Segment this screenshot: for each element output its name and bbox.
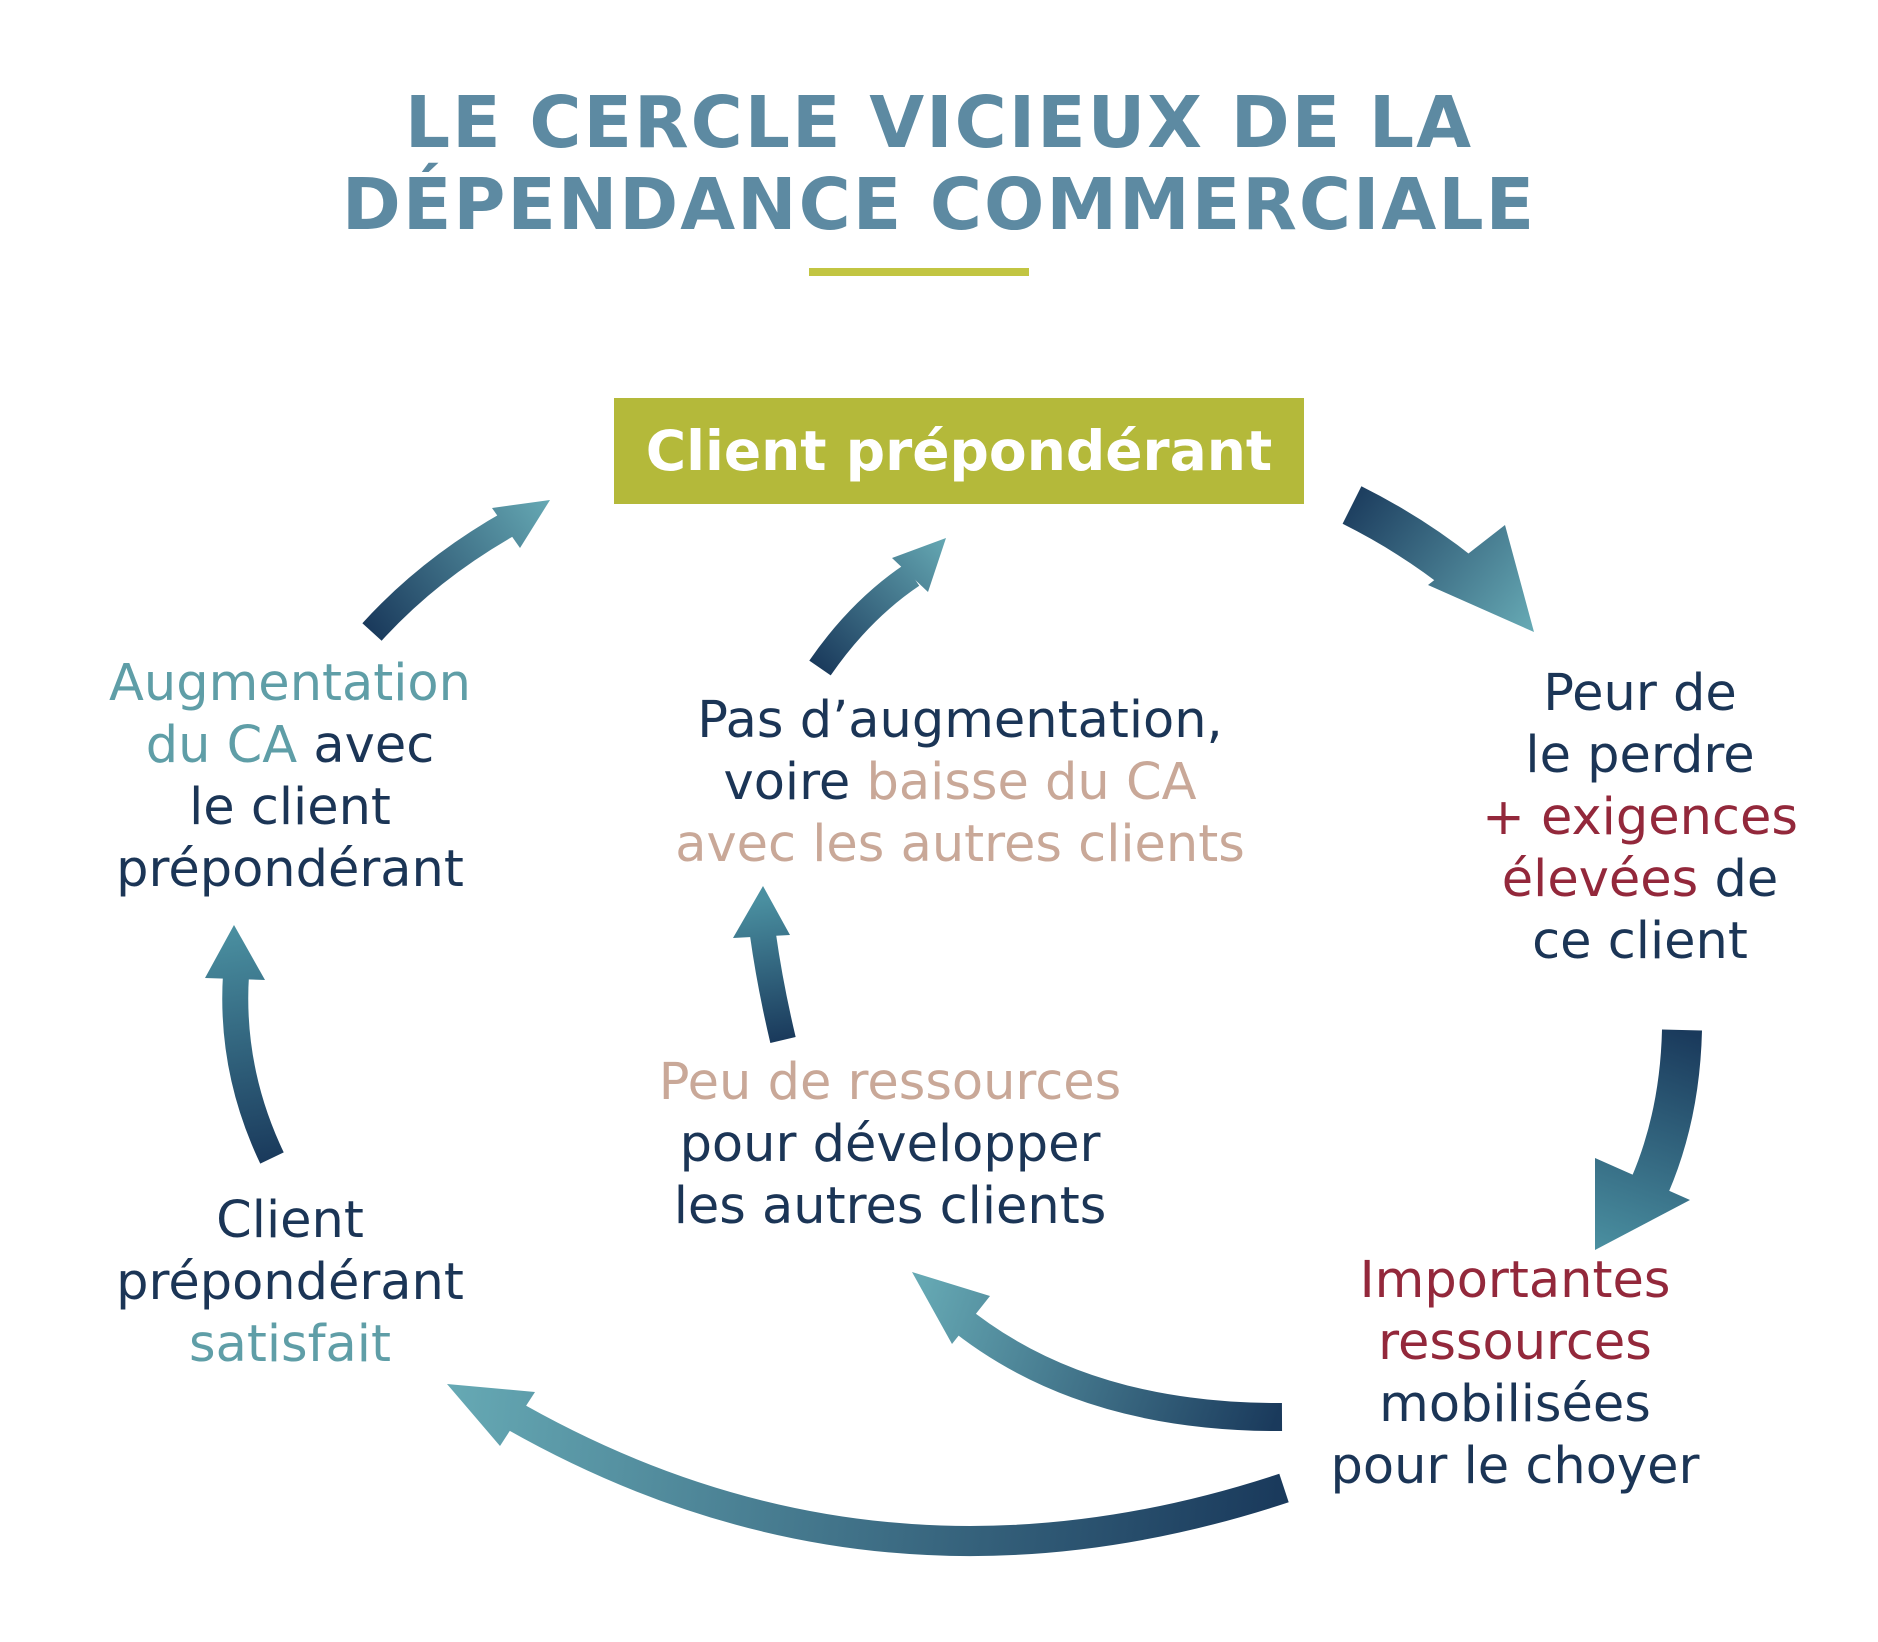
- node-few-resources: Peu de ressources pour développer les au…: [600, 1052, 1180, 1238]
- node-resources-line-2: ressources: [1378, 1313, 1652, 1372]
- node-few-resources-line-1: Peu de ressources: [658, 1053, 1122, 1112]
- diagram-title: LE CERCLE VICIEUX DE LA DÉPENDANCE COMME…: [0, 82, 1878, 246]
- node-satisfied-line-1: Client: [216, 1191, 364, 1250]
- arrow-increase-to-hub: [362, 500, 550, 641]
- arrow-satisfied-to-increase: [205, 925, 284, 1164]
- node-fear-line-5: ce client: [1532, 912, 1748, 971]
- node-satisfied-line-3: satisfait: [189, 1315, 391, 1374]
- node-increase-line-2-rest: avec: [297, 716, 435, 775]
- title-line-1: LE CERCLE VICIEUX DE LA: [404, 81, 1474, 164]
- arrow-resources-to-few-resources: [912, 1272, 1283, 1432]
- node-resources: Importantes ressources mobilisées pour l…: [1290, 1250, 1740, 1498]
- node-fear-line-3: + exigences: [1482, 788, 1798, 847]
- node-few-resources-line-3: les autres clients: [673, 1177, 1107, 1236]
- node-resources-line-3: mobilisées: [1379, 1375, 1651, 1434]
- node-increase-line-3: le client: [189, 778, 391, 837]
- node-no-increase-line-2-start: voire: [723, 753, 867, 812]
- node-increase-highlight: du CA: [145, 716, 298, 775]
- arrow-resources-to-satisfied: [447, 1384, 1289, 1556]
- node-resources-line-1: Importantes: [1359, 1251, 1671, 1310]
- node-fear-line-4-rest: de: [1698, 850, 1779, 909]
- node-satisfied: Client prépondérant satisfait: [60, 1190, 520, 1376]
- title-underline: [809, 268, 1029, 276]
- node-no-increase-line-1: Pas d’augmentation,: [697, 691, 1223, 750]
- node-resources-line-4: pour le choyer: [1330, 1437, 1700, 1496]
- node-increase: Augmentation du CA avec le client prépon…: [60, 653, 520, 901]
- node-no-increase-line-3: avec les autres clients: [675, 815, 1245, 874]
- arrow-fear-to-resources: [1595, 1029, 1702, 1250]
- node-fear-line-4: élevées de: [1450, 849, 1830, 911]
- node-fear-highlight: élevées: [1501, 850, 1699, 909]
- node-fear-line-2: le perdre: [1525, 726, 1755, 785]
- node-no-increase: Pas d’augmentation, voire baisse du CA a…: [600, 690, 1320, 876]
- node-no-increase-line-2: voire baisse du CA: [600, 752, 1320, 814]
- node-fear: Peur de le perdre + exigences élevées de…: [1450, 663, 1830, 973]
- node-increase-line-4: prépondérant: [116, 840, 464, 899]
- node-increase-line-2: du CA avec: [60, 715, 520, 777]
- node-no-increase-highlight: baisse du CA: [866, 753, 1197, 812]
- node-satisfied-line-2: prépondérant: [116, 1253, 464, 1312]
- central-node-client: Client prépondérant: [614, 398, 1304, 504]
- arrow-no-increase-to-hub: [809, 538, 946, 676]
- node-increase-line-1: Augmentation: [109, 654, 471, 713]
- arrow-hub-to-fear: [1342, 486, 1534, 632]
- title-line-2: DÉPENDANCE COMMERCIALE: [341, 163, 1537, 246]
- node-few-resources-line-2: pour développer: [679, 1115, 1101, 1174]
- arrow-few-resources-to-no-increase: [733, 886, 796, 1043]
- node-fear-line-1: Peur de: [1543, 664, 1737, 723]
